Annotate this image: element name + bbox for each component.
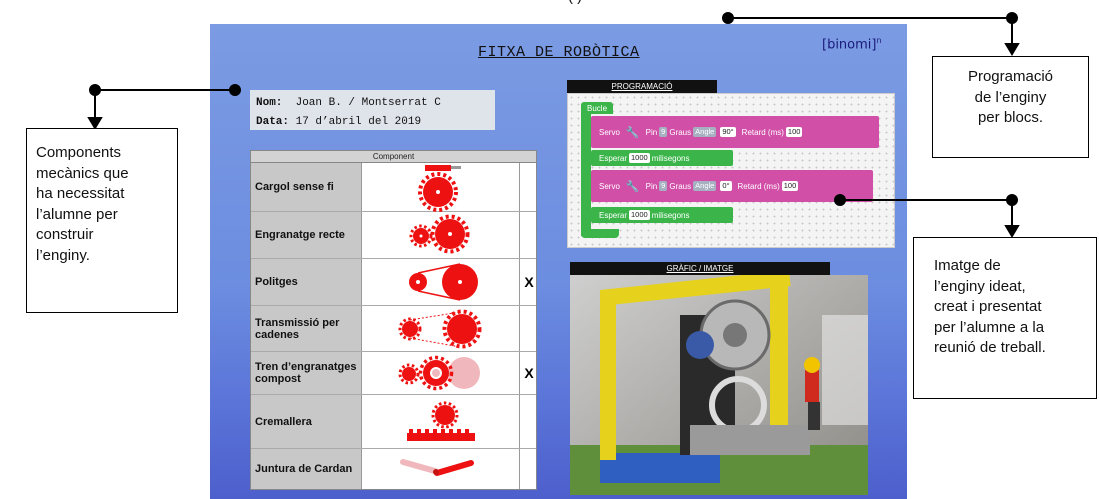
name-value: Joan B. / Montserrat C: [295, 97, 441, 109]
worm-gear-icon: [363, 163, 518, 212]
component-name: Cargol sense fi: [251, 163, 362, 211]
component-mark: [519, 212, 538, 258]
programming-callout: Programació de l’enginy per blocs.: [932, 56, 1089, 158]
programming-label: PROGRAMACIÓ: [567, 80, 717, 93]
servo-block[interactable]: Servo 🔧 Pin 9 Graus Angle 90° Retard (ms…: [591, 116, 879, 148]
component-mark: [519, 306, 538, 351]
date-value: 17 d’abril del 2019: [295, 116, 422, 128]
components-callout: Components mecànics que ha necessitat l’…: [26, 128, 178, 313]
servo-label: Servo: [599, 181, 620, 191]
callout-line: Components: [36, 144, 122, 161]
wait-value[interactable]: 1000: [629, 210, 650, 220]
angle-label: Angle: [693, 181, 717, 191]
servo-icon: 🔧: [625, 180, 640, 193]
wait-block[interactable]: Esperar 1000 milisegons: [591, 207, 733, 223]
callout-line: ha necessitat: [36, 185, 125, 202]
date-line: Data: 17 d’abril del 2019: [256, 113, 489, 132]
callout-line: Programació: [967, 68, 1054, 85]
wait-unit: milisegons: [651, 210, 690, 220]
servo-icon: 🔧: [625, 126, 640, 139]
name-label: Nom:: [256, 97, 283, 109]
component-mark: [519, 395, 538, 448]
name-line: Nom: Joan B. / Montserrat C: [256, 94, 489, 113]
sheet-title: FITXA DE ROBÒTICA: [478, 44, 640, 61]
callout-line: mecànics que: [36, 164, 129, 182]
callout-line: construir: [36, 226, 94, 243]
component-row: Cargol sense fi: [251, 163, 536, 212]
callout-line: per l’alumne a la: [934, 318, 1045, 336]
name-date-box: Nom: Joan B. / Montserrat C Data: 17 d’a…: [250, 90, 495, 130]
component-name: Engranatge recte: [251, 212, 362, 258]
component-mark: [519, 449, 538, 489]
callout-line: reunió de treball.: [934, 339, 1046, 356]
component-name: Transmissió per cadenes: [251, 306, 362, 351]
image-label: GRÀFIC / IMATGE: [570, 262, 830, 275]
component-name: Politges: [251, 259, 362, 305]
pin-value[interactable]: 9: [659, 127, 668, 137]
component-name: Cremallera: [251, 395, 362, 448]
component-name: Juntura de Cardan: [251, 449, 362, 489]
loop-block-arm: [581, 114, 591, 236]
cardan-joint-icon: [363, 449, 518, 489]
graus-label: Graus: [669, 127, 692, 137]
component-name: Tren d’engranatges compost: [251, 352, 362, 394]
component-mark: X: [519, 352, 538, 394]
spur-gear-icon: [363, 212, 518, 258]
callout-line: Imatge de: [934, 257, 1001, 274]
wait-label: Esperar: [599, 153, 628, 163]
loop-block-foot: [581, 229, 619, 238]
angle-label: Angle: [693, 127, 717, 137]
components-table: Component Cargol sense fi Engranatge rec…: [250, 150, 537, 490]
callout-line: l’alumne per: [36, 205, 118, 223]
callout-line: l’enginy ideat,: [934, 277, 1026, 295]
component-mark: X: [519, 259, 538, 305]
date-label: Data:: [256, 116, 290, 128]
component-row: Juntura de Cardan: [251, 449, 536, 489]
retard-value[interactable]: 100: [785, 127, 803, 137]
component-row: Cremallera: [251, 395, 536, 449]
graus-label: Graus: [669, 181, 692, 191]
callout-line: l’enginy.: [36, 246, 90, 264]
logo-text: [binomi]: [822, 37, 877, 53]
top-cutoff-text: ( ): [568, 0, 582, 5]
component-row: Tren d’engranatges compost X: [251, 352, 536, 395]
callout-line: creat i presentat: [934, 298, 1042, 315]
pin-value[interactable]: 9: [659, 181, 668, 191]
pulley-icon: [363, 259, 518, 305]
callout-line: de l’enginy: [974, 88, 1047, 106]
binomi-logo: [binomi]n: [822, 36, 882, 52]
angle-value[interactable]: 90°: [720, 127, 736, 137]
pin-label: Pin: [645, 127, 658, 137]
rack-pinion-icon: [363, 395, 518, 448]
wait-label: Esperar: [599, 210, 628, 220]
servo-label: Servo: [599, 127, 620, 137]
compound-gear-train-icon: [363, 352, 518, 394]
wait-unit: milisegons: [651, 153, 690, 163]
image-callout: Imatge de l’enginy ideat, creat i presen…: [913, 237, 1097, 399]
wait-value[interactable]: 1000: [629, 153, 650, 163]
angle-value[interactable]: 0°: [720, 181, 732, 191]
retard-label: Retard (ms): [741, 127, 784, 137]
servo-block[interactable]: Servo 🔧 Pin 9 Graus Angle 0° Retard (ms)…: [591, 170, 873, 202]
loop-label: Bucle: [587, 103, 608, 113]
retard-label: Retard (ms): [737, 181, 780, 191]
component-row: Politges X: [251, 259, 536, 306]
component-row: Engranatge recte: [251, 212, 536, 259]
loop-block[interactable]: Bucle: [581, 102, 613, 114]
wait-block[interactable]: Esperar 1000 milisegons: [591, 150, 733, 166]
components-header: Component: [251, 151, 536, 163]
component-row: Transmissió per cadenes: [251, 306, 536, 352]
chain-drive-icon: [363, 306, 518, 351]
logo-superscript: n: [876, 36, 882, 45]
block-programming-panel: Bucle Servo 🔧 Pin 9 Graus Angle 90° Reta…: [567, 93, 895, 248]
pin-label: Pin: [645, 181, 658, 191]
callout-line: per blocs.: [977, 109, 1044, 126]
component-mark: [519, 163, 538, 211]
retard-value[interactable]: 100: [781, 181, 799, 191]
robot-photo: [570, 275, 868, 495]
